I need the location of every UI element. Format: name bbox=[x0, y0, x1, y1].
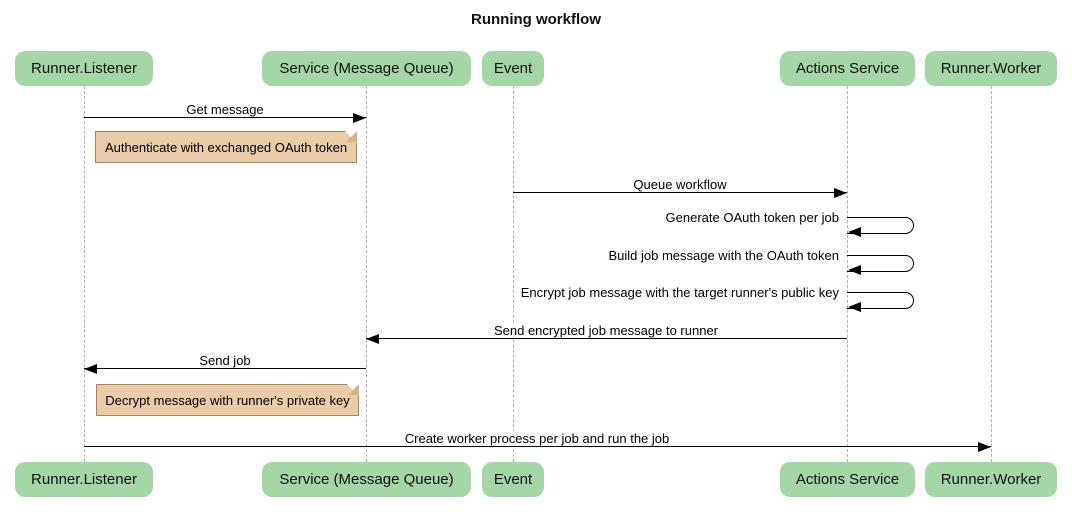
msg-label-send-encrypted: Send encrypted job message to runner bbox=[489, 323, 723, 338]
lifeline-runner-worker bbox=[991, 86, 992, 462]
arrowhead-create-worker bbox=[978, 442, 991, 452]
msg-label-create-worker: Create worker process per job and run th… bbox=[400, 431, 674, 446]
actor-actions-service-top: Actions Service bbox=[780, 51, 915, 86]
msg-line-queue-workflow bbox=[513, 192, 847, 193]
actor-runner-worker-bottom: Runner.Worker bbox=[925, 462, 1057, 497]
note-fold-icon bbox=[346, 131, 357, 142]
arrowhead-encrypt-job-message bbox=[848, 302, 861, 312]
actor-event-top: Event bbox=[482, 51, 544, 86]
lifeline-service-mq bbox=[366, 86, 367, 462]
actor-event-bottom: Event bbox=[482, 462, 544, 497]
msg-line-send-job bbox=[84, 368, 366, 369]
arrowhead-build-job-message bbox=[848, 265, 861, 275]
note-decrypt-text: Decrypt message with runner's private ke… bbox=[105, 392, 350, 408]
note-fold-icon bbox=[348, 384, 359, 395]
msg-line-send-encrypted bbox=[366, 338, 847, 339]
note-authenticate-text: Authenticate with exchanged OAuth token bbox=[104, 139, 348, 155]
arrowhead-send-encrypted bbox=[366, 334, 379, 344]
lifeline-event bbox=[513, 86, 514, 462]
lifeline-actions-service bbox=[847, 86, 848, 462]
msg-label-get-message: Get message bbox=[182, 102, 268, 117]
msg-label-encrypt-job-message: Encrypt job message with the target runn… bbox=[516, 285, 843, 300]
self-loop-build-job-message bbox=[847, 255, 914, 272]
msg-line-get-message bbox=[84, 117, 366, 118]
actor-service-mq-bottom: Service (Message Queue) bbox=[262, 462, 471, 497]
actor-runner-listener-top: Runner.Listener bbox=[15, 51, 153, 86]
msg-line-create-worker bbox=[84, 446, 991, 447]
arrowhead-generate-oauth-token bbox=[848, 227, 861, 237]
actor-service-mq-top: Service (Message Queue) bbox=[262, 51, 471, 86]
arrowhead-queue-workflow bbox=[834, 188, 847, 198]
actor-runner-worker-top: Runner.Worker bbox=[925, 51, 1057, 86]
msg-label-build-job-message: Build job message with the OAuth token bbox=[604, 248, 843, 263]
note-decrypt: Decrypt message with runner's private ke… bbox=[96, 384, 359, 416]
arrowhead-get-message bbox=[353, 113, 366, 123]
actor-runner-listener-bottom: Runner.Listener bbox=[15, 462, 153, 497]
diagram-title: Running workflow bbox=[471, 11, 601, 28]
actor-actions-service-bottom: Actions Service bbox=[780, 462, 915, 497]
msg-label-queue-workflow: Queue workflow bbox=[629, 177, 731, 192]
arrowhead-send-job bbox=[84, 364, 97, 374]
self-loop-encrypt-job-message bbox=[847, 292, 914, 309]
msg-label-send-job: Send job bbox=[195, 353, 255, 368]
note-authenticate: Authenticate with exchanged OAuth token bbox=[95, 131, 357, 163]
msg-label-generate-oauth-token: Generate OAuth token per job bbox=[661, 210, 843, 225]
lifeline-runner-listener bbox=[84, 86, 85, 462]
self-loop-generate-oauth-token bbox=[847, 217, 914, 234]
